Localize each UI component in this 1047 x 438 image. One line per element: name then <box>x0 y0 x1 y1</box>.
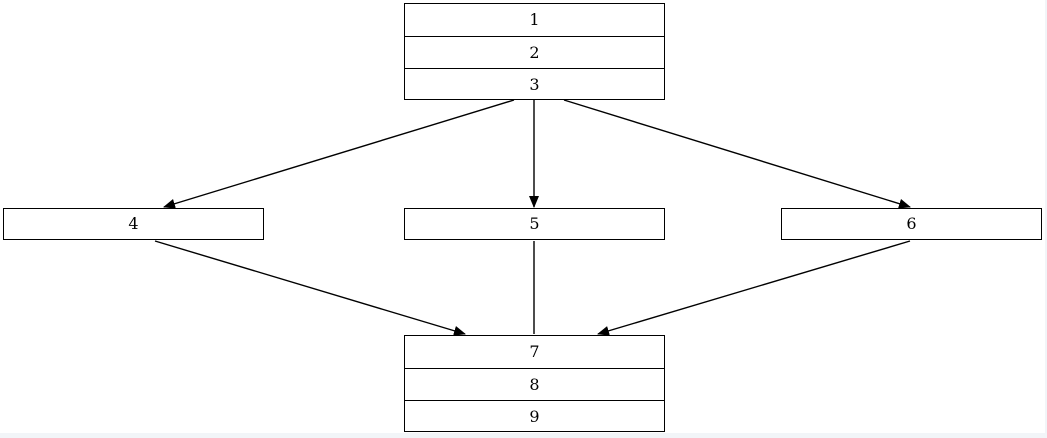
node-top: 1 2 3 <box>404 3 665 100</box>
node-cell-8: 8 <box>405 368 664 400</box>
node-cell-1: 1 <box>529 10 540 29</box>
edge-4-to-7 <box>154 240 466 336</box>
node-middle: 5 <box>404 208 665 240</box>
edge-6-to-7 <box>597 240 911 336</box>
node-cell-3: 3 <box>405 68 664 100</box>
edge-3-to-6 <box>563 99 911 209</box>
node-right: 6 <box>781 208 1042 240</box>
node-cell-9: 9 <box>405 400 664 432</box>
node-left: 4 <box>3 208 264 240</box>
edge-3-to-4 <box>163 99 515 209</box>
node-cell-4: 4 <box>128 214 139 233</box>
node-cell-5: 5 <box>529 214 540 233</box>
node-cell-7: 7 <box>529 342 540 361</box>
node-cell-6: 6 <box>906 214 917 233</box>
node-cell-2: 2 <box>405 36 664 68</box>
node-bottom: 7 8 9 <box>404 335 665 432</box>
